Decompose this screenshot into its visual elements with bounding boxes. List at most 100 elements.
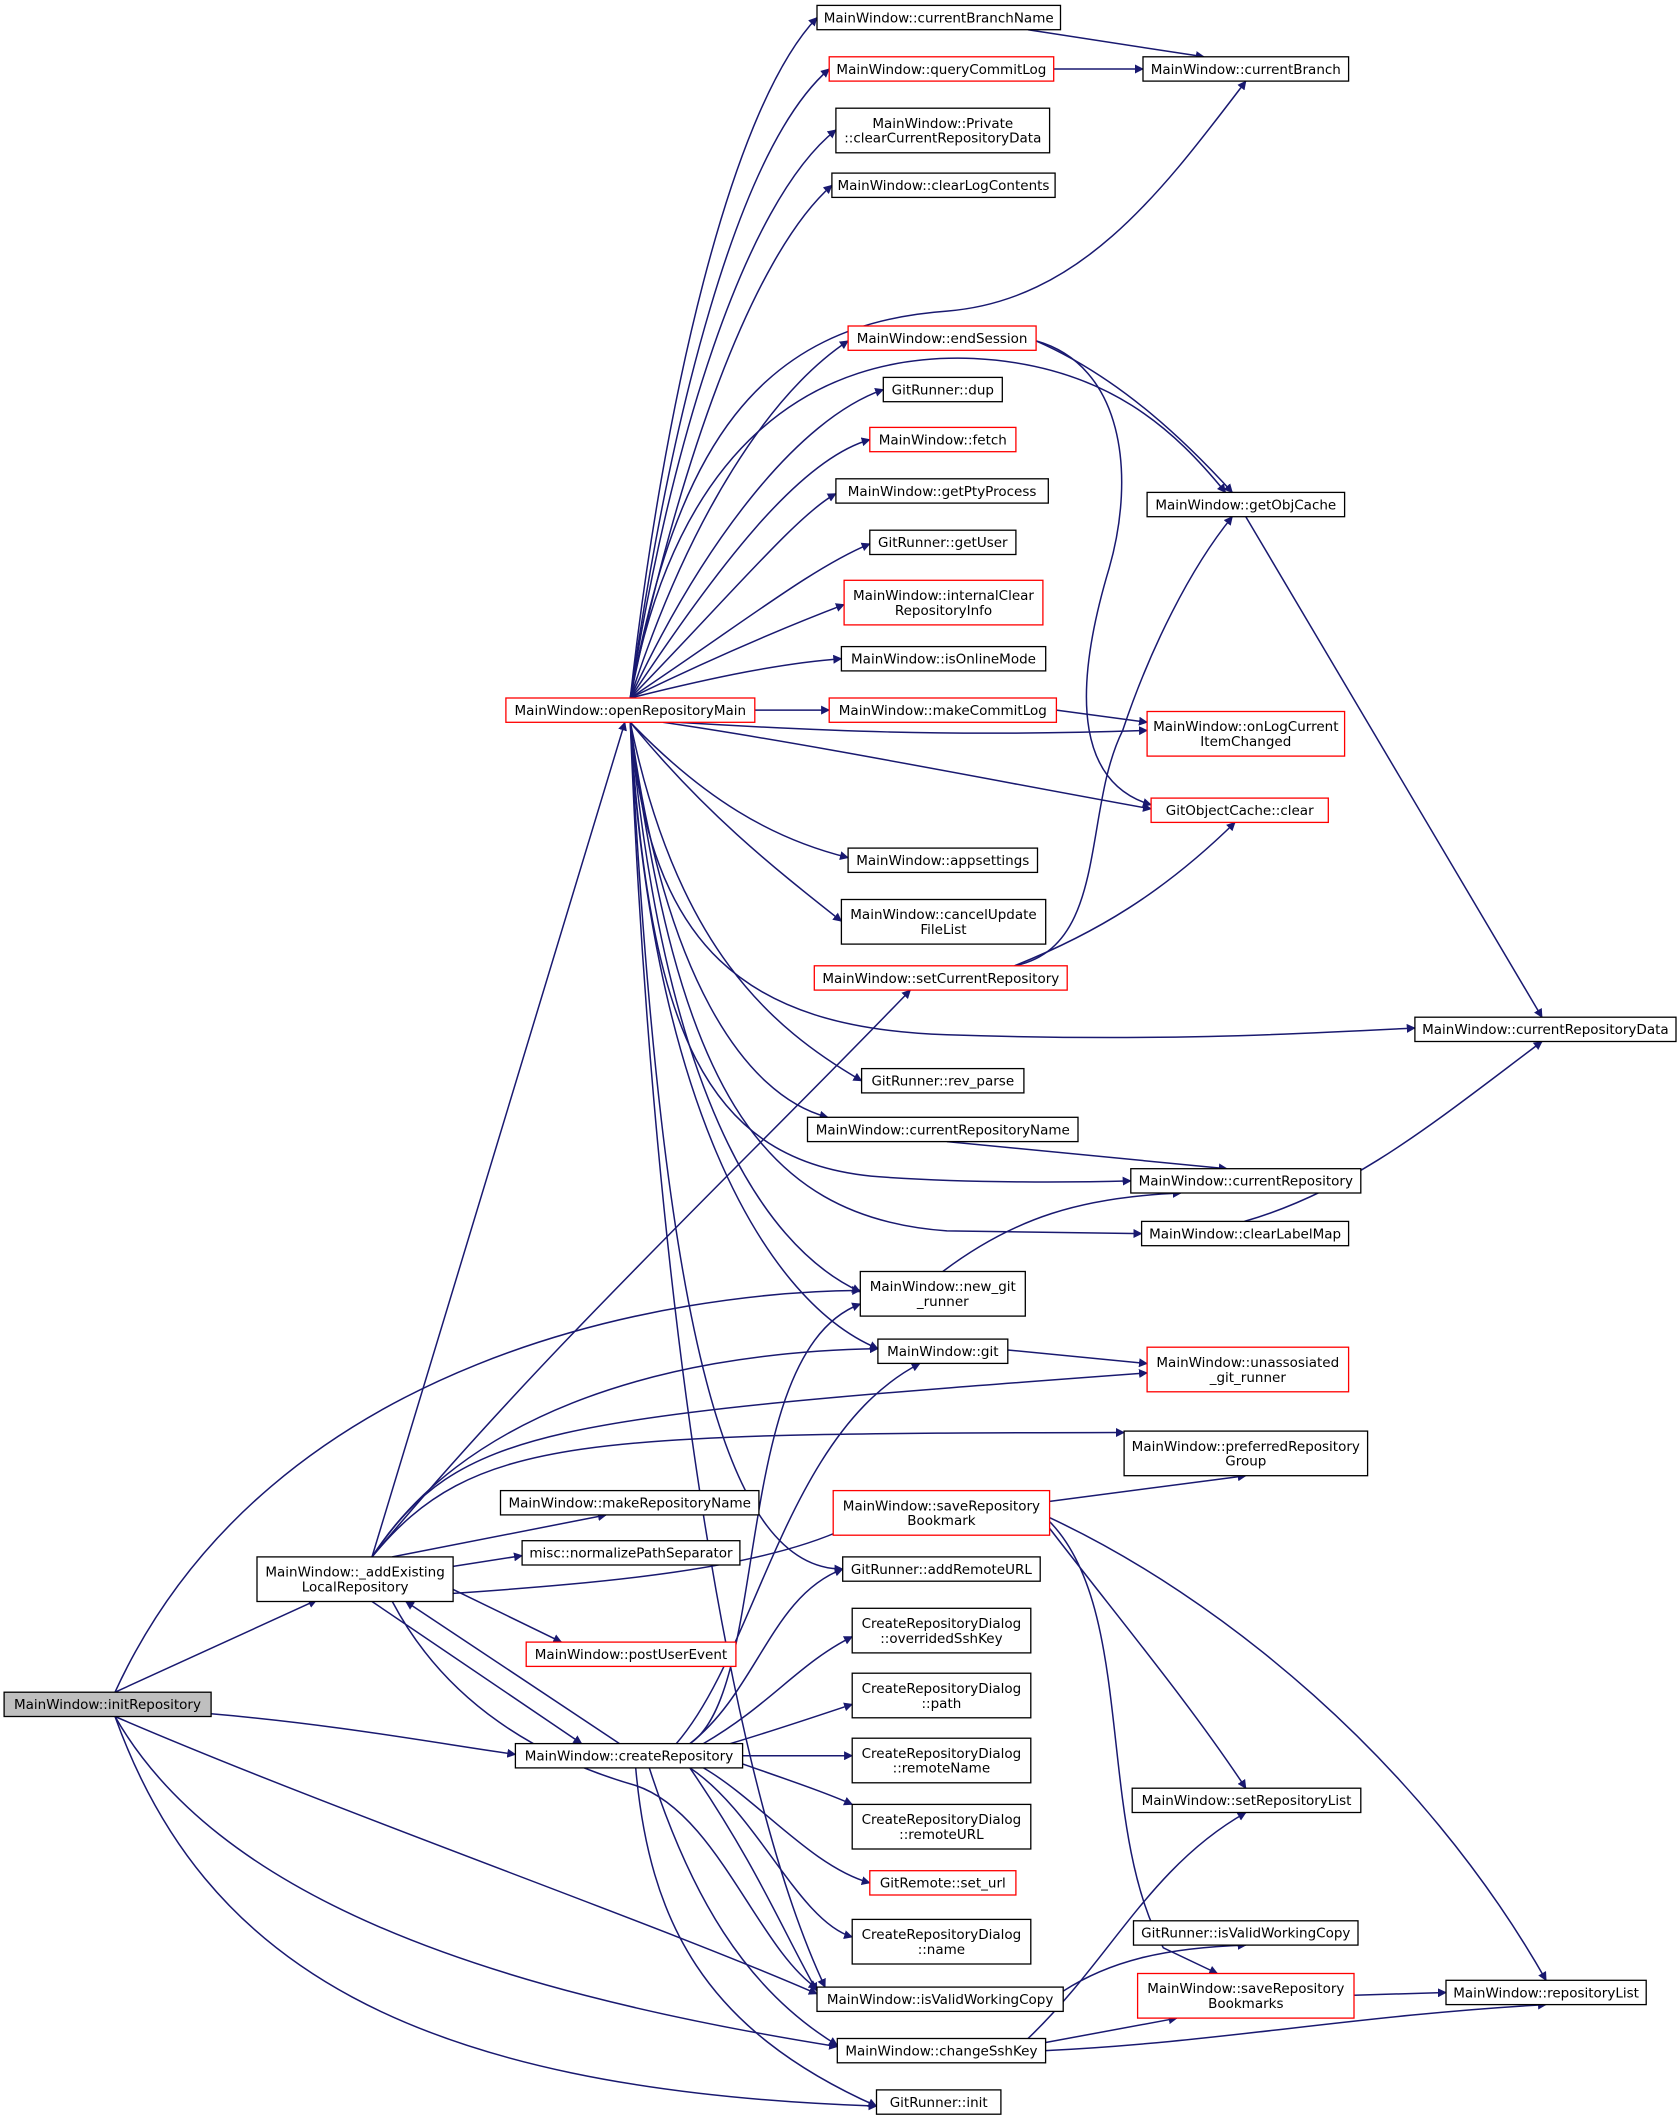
node-box (851, 1672, 1032, 1719)
function-node-remoteName[interactable]: CreateRepositoryDialog::remoteName (851, 1737, 1032, 1784)
function-node-currentRepository[interactable]: MainWindow::currentRepository (1130, 1168, 1362, 1194)
node-box (1150, 797, 1329, 824)
function-node-mwIsValidWorkingCopy[interactable]: MainWindow::isValidWorkingCopy (816, 1986, 1064, 2013)
function-node-overridedSshKey[interactable]: CreateRepositoryDialog::overridedSshKey (851, 1607, 1032, 1654)
call-edge-setCurrentRepository-to-getObjCache (1014, 516, 1233, 967)
function-node-fetch[interactable]: MainWindow::fetch (869, 426, 1017, 453)
function-node-unassosiated[interactable]: MainWindow::unassosiated_git_runner (1146, 1346, 1350, 1393)
function-node-isOnlineMode[interactable]: MainWindow::isOnlineMode (840, 645, 1047, 672)
node-box (256, 1556, 454, 1603)
call-edge-openRepositoryMain-to-mwIsValidWorkingCopy (629, 722, 826, 1988)
node-box (842, 1556, 1041, 1582)
function-node-normalizePathSeparator[interactable]: misc::normalizePathSeparator (521, 1540, 741, 1566)
function-node-queryCommitLog[interactable]: MainWindow::queryCommitLog (828, 56, 1055, 82)
node-label: MainWindow::cancelUpdate (850, 907, 1036, 923)
function-node-currentRepositoryData[interactable]: MainWindow::currentRepositoryData (1414, 1016, 1677, 1043)
function-node-set_url[interactable]: GitRemote::set_url (869, 1870, 1017, 1896)
function-node-clearCurrentRepositoryData[interactable]: MainWindow::Private::clearCurrentReposit… (835, 107, 1051, 154)
function-node-grIsValidWorkingCopy[interactable]: GitRunner::isValidWorkingCopy (1132, 1920, 1359, 1946)
node-label: _runner (916, 1294, 969, 1310)
call-edge-openRepositoryMain-to-clearLabelMap (629, 722, 1143, 1238)
function-node-appsettings[interactable]: MainWindow::appsettings (847, 847, 1039, 874)
function-node-openRepositoryMain[interactable]: MainWindow::openRepositoryMain (505, 697, 756, 723)
node-label: MainWindow::queryCommitLog (836, 62, 1046, 78)
node-box (851, 1918, 1032, 1965)
call-edge-initRepository-to-changeSshKey (114, 1716, 839, 2050)
function-node-gocClear[interactable]: GitObjectCache::clear (1150, 797, 1329, 824)
call-edge-addExisting-to-postUserEvent (452, 1588, 563, 1643)
node-box (882, 376, 1003, 403)
call-edge-makeCommitLog-to-onLogCurrentItemChanged (1056, 709, 1148, 726)
call-edge-addExisting-to-unassosiated (371, 1369, 1148, 1558)
function-node-init[interactable]: GitRunner::init (875, 2089, 1002, 2115)
call-edge-openRepositoryMain-to-getPtyProcess (629, 493, 837, 699)
node-label: MainWindow::internalClear (853, 588, 1034, 604)
call-edge-openRepositoryMain-to-currentRepositoryData (629, 722, 1416, 1039)
function-node-changeSshKey[interactable]: MainWindow::changeSshKey (836, 2037, 1047, 2064)
call-edge-openRepositoryMain-to-dup (629, 388, 885, 699)
function-node-git[interactable]: MainWindow::git (877, 1338, 1009, 1365)
node-label: GitRunner::init (890, 2095, 988, 2111)
node-label: ::name (918, 1942, 965, 1958)
node-box (860, 1067, 1025, 1094)
call-edge-initRepository-to-addExisting (114, 1599, 318, 1693)
call-edge-openRepositoryMain-to-appsettings (629, 721, 849, 861)
call-edge-openRepositoryMain-to-cancelUpdate (629, 721, 843, 922)
node-label: CreateRepositoryDialog (862, 1927, 1022, 1943)
function-node-addRemoteURL[interactable]: GitRunner::addRemoteURL (842, 1556, 1041, 1582)
call-edge-createRepository-to-mwIsValidWorkingCopy (689, 1767, 818, 1992)
function-node-makeRepositoryName[interactable]: MainWindow::makeRepositoryName (499, 1489, 760, 1516)
function-node-setCurrentRepository[interactable]: MainWindow::setCurrentRepository (813, 965, 1068, 991)
node-box (851, 1607, 1032, 1654)
function-node-path[interactable]: CreateRepositoryDialog::path (851, 1672, 1032, 1719)
function-node-clearLogContents[interactable]: MainWindow::clearLogContents (831, 172, 1056, 199)
node-box (499, 1489, 760, 1516)
function-node-currentBranchName[interactable]: MainWindow::currentBranchName (816, 4, 1062, 31)
node-box (525, 1641, 737, 1668)
call-edge-initRepository-to-new_git_runner (114, 1285, 862, 1693)
node-box (832, 1489, 1051, 1536)
node-box (1123, 1430, 1369, 1477)
call-edge-addExisting-to-makeRepositoryName (392, 1512, 607, 1558)
function-node-endSession[interactable]: MainWindow::endSession (847, 325, 1037, 351)
call-edge-saveRepositoryBookmark-to-preferredRepositoryGroup (1049, 1472, 1247, 1503)
node-label: MainWindow::setCurrentRepository (822, 971, 1059, 987)
node-box (1414, 1016, 1677, 1043)
node-box (835, 478, 1049, 504)
function-node-new_git_runner[interactable]: MainWindow::new_git_runner (859, 1270, 1026, 1317)
function-node-initRepository[interactable]: MainWindow::initRepository (3, 1691, 212, 1718)
call-edge-currentBranchName-to-currentBranch (1027, 29, 1205, 61)
call-edge-createRepository-to-path (730, 1702, 854, 1745)
function-node-currentRepositoryName[interactable]: MainWindow::currentRepositoryName (806, 1116, 1079, 1143)
function-node-createRepository[interactable]: MainWindow::createRepository (514, 1742, 744, 1769)
node-label: MainWindow::isValidWorkingCopy (827, 1992, 1053, 2008)
function-node-remoteURL[interactable]: CreateRepositoryDialog::remoteURL (851, 1803, 1032, 1850)
node-box (840, 645, 1047, 672)
call-edge-git-to-unassosiated (1007, 1349, 1148, 1368)
node-label: ::remoteName (893, 1761, 991, 1777)
function-node-dup[interactable]: GitRunner::dup (882, 376, 1003, 403)
function-node-name[interactable]: CreateRepositoryDialog::name (851, 1918, 1032, 1965)
function-node-getObjCache[interactable]: MainWindow::getObjCache (1146, 491, 1346, 518)
function-node-postUserEvent[interactable]: MainWindow::postUserEvent (525, 1641, 737, 1668)
function-node-setRepositoryList[interactable]: MainWindow::setRepositoryList (1131, 1787, 1362, 1814)
function-node-clearLabelMap[interactable]: MainWindow::clearLabelMap (1140, 1220, 1350, 1247)
function-node-getUser[interactable]: GitRunner::getUser (869, 529, 1017, 556)
function-node-repositoryList[interactable]: MainWindow::repositoryList (1445, 1979, 1647, 2006)
node-box (869, 426, 1017, 453)
function-node-currentBranch[interactable]: MainWindow::currentBranch (1142, 56, 1350, 82)
node-box (521, 1540, 741, 1566)
call-edge-saveRepositoryBookmark-to-saveRepositoryBookmarks (1049, 1521, 1219, 1975)
function-node-makeCommitLog[interactable]: MainWindow::makeCommitLog (828, 697, 1058, 723)
call-edge-setCurrentRepository-to-gocClear (1014, 821, 1236, 967)
function-node-rev_parse[interactable]: GitRunner::rev_parse (860, 1067, 1025, 1094)
function-node-getPtyProcess[interactable]: MainWindow::getPtyProcess (835, 478, 1049, 504)
node-label: GitRemote::set_url (880, 1876, 1006, 1892)
